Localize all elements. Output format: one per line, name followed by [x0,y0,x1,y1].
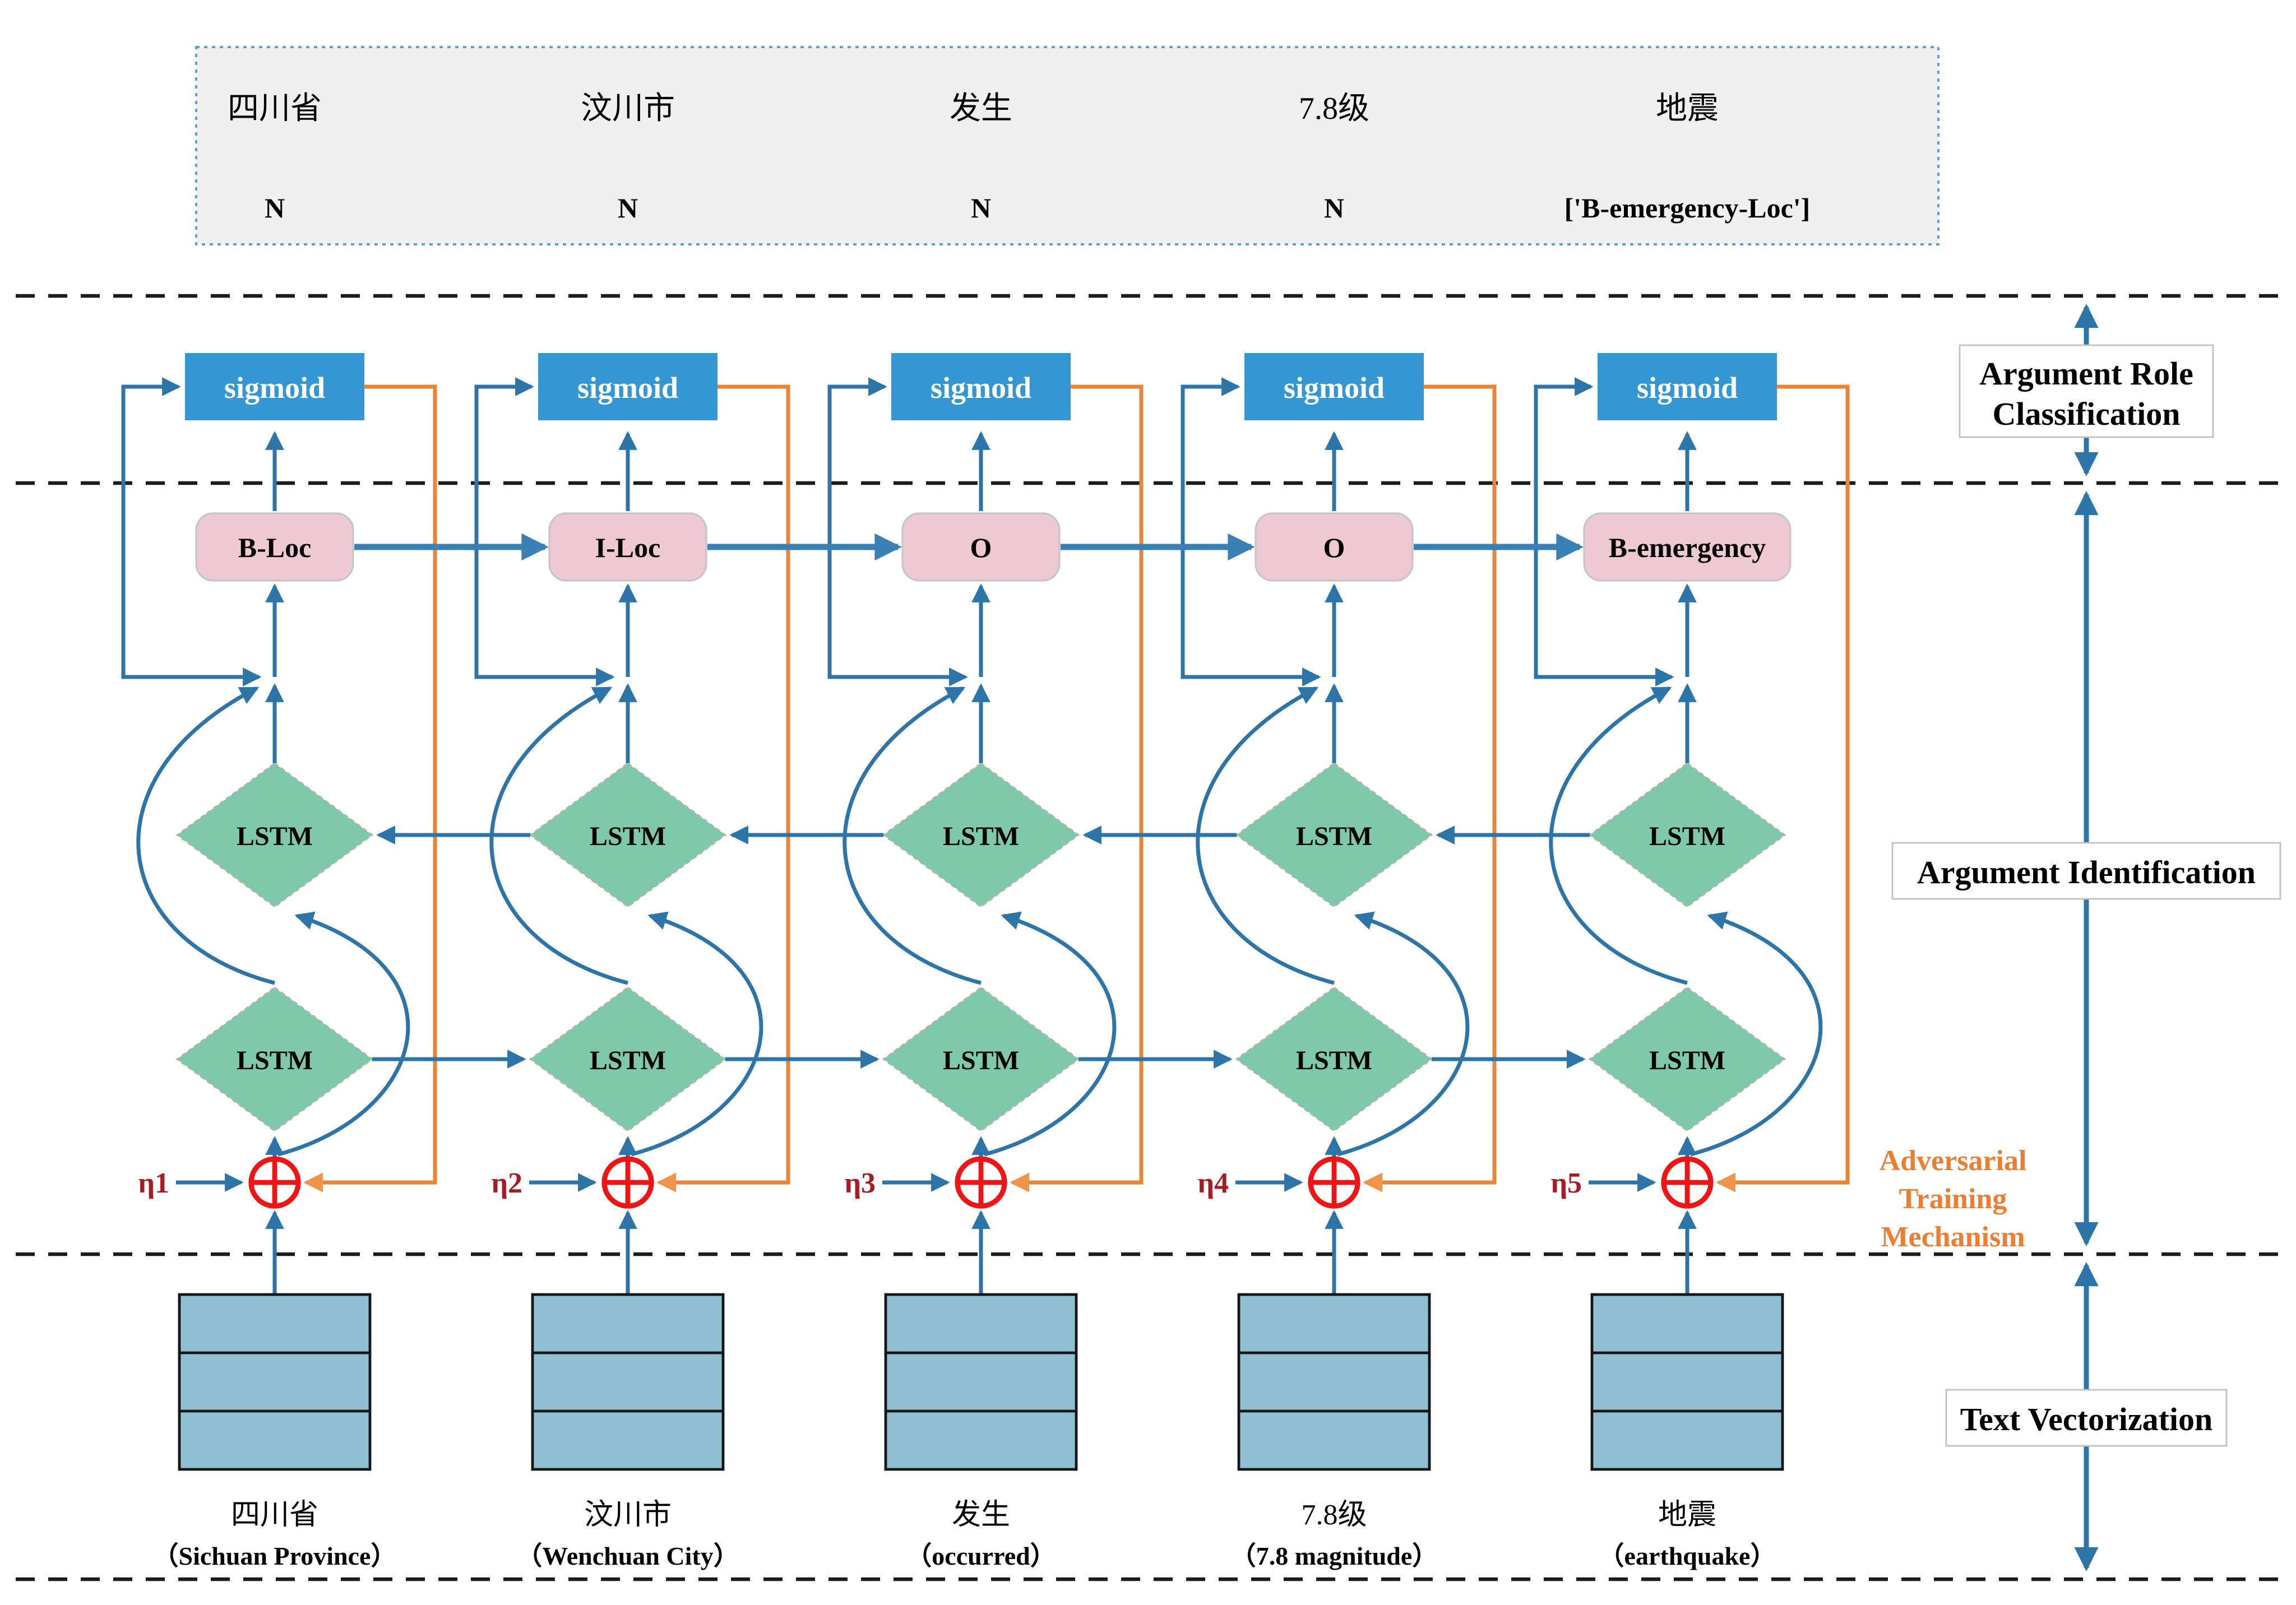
tag-label: I-Loc [595,532,661,563]
lstm-label: LSTM [590,1046,666,1075]
sigmoid-label: sigmoid [1637,371,1738,405]
tag-node-4 [1255,512,1414,582]
lstm-label: LSTM [1296,1046,1372,1075]
sentence-token: 发生 [950,91,1012,126]
lstm-label: LSTM [1649,822,1725,851]
lstm-label: LSTM [237,822,313,851]
classification-label-line1: Argument Role [1979,355,2193,392]
sigmoid-label: sigmoid [577,371,678,405]
sigmoid-label: sigmoid [224,371,325,405]
identification-label-box [1891,842,2281,900]
stage-annotations: Argument Role Classification Argument Id… [1880,303,2281,1572]
token-caption: 汶川市 [584,1499,672,1531]
node-labels: sigmoid sigmoid sigmoid sigmoid sigmoid … [138,371,1766,1199]
token-translation: （Sichuan Province） [153,1542,397,1570]
vectorization-label-box [1945,1389,2228,1447]
eta-label: η4 [1197,1167,1229,1199]
tag-label: O [970,532,992,563]
sentence-tag: N [618,192,638,224]
sentence-token: 7.8级 [1299,91,1369,126]
classification-label-line2: Classification [1992,396,2180,432]
lstm-label: LSTM [1296,822,1372,851]
tag-label: B-emergency [1609,532,1766,563]
tag-label: O [1323,532,1345,563]
token-translation: （7.8 magnitude） [1230,1542,1438,1570]
token-translation: （Wenchuan City） [516,1542,739,1570]
tag-node-2 [548,512,707,582]
tag-node-1 [195,512,354,582]
sentence-token: 四川省 [228,91,322,126]
sentence-tag: N [971,192,991,224]
identification-label: Argument Identification [1917,854,2256,890]
eta-label: η3 [844,1167,876,1199]
classification-label-box [1959,344,2214,438]
token-caption: 地震 [1658,1499,1716,1531]
vectorization-label: Text Vectorization [1960,1401,2213,1437]
eta-label: η1 [138,1167,169,1199]
tag-nodes [195,512,1792,582]
eta-label: η2 [491,1167,522,1199]
sentence-tag: ['B-emergency-Loc'] [1564,192,1811,224]
sentence-token: 地震 [1656,91,1719,126]
tag-node-5 [1583,512,1792,582]
eta-label: η5 [1550,1167,1582,1199]
sentence-token: 汶川市 [581,91,675,126]
tag-node-3 [901,512,1061,582]
token-caption: 7.8级 [1301,1499,1367,1531]
sentence-tag: N [1324,192,1344,224]
tag-label: B-Loc [238,532,312,563]
lstm-label: LSTM [1649,1046,1725,1075]
sentence-panel: 四川省 汶川市 发生 7.8级 地震 N N N N ['B-emergency… [195,46,1939,245]
adversarial-label-line3: Mechanism [1881,1221,2025,1253]
sigmoid-label: sigmoid [1284,371,1385,405]
adversarial-label-line1: Adversarial [1880,1145,2027,1177]
token-translation: （earthquake） [1599,1542,1776,1570]
lstm-label: LSTM [237,1046,313,1075]
sentence-panel-box [195,46,1939,245]
sentence-tag: N [265,192,285,224]
lstm-label: LSTM [943,822,1019,851]
token-captions: 四川省 汶川市 发生 7.8级 地震 （Sichuan Province） （W… [153,1499,1776,1570]
lstm-label: LSTM [943,1046,1019,1075]
token-caption: 发生 [952,1499,1010,1531]
stage-separators [16,294,2283,1581]
sigmoid-label: sigmoid [931,371,1031,405]
token-caption: 四川省 [231,1499,318,1531]
lstm-label: LSTM [590,822,666,851]
token-translation: （occurred） [906,1542,1056,1570]
adversarial-label-line2: Training [1899,1183,2007,1215]
